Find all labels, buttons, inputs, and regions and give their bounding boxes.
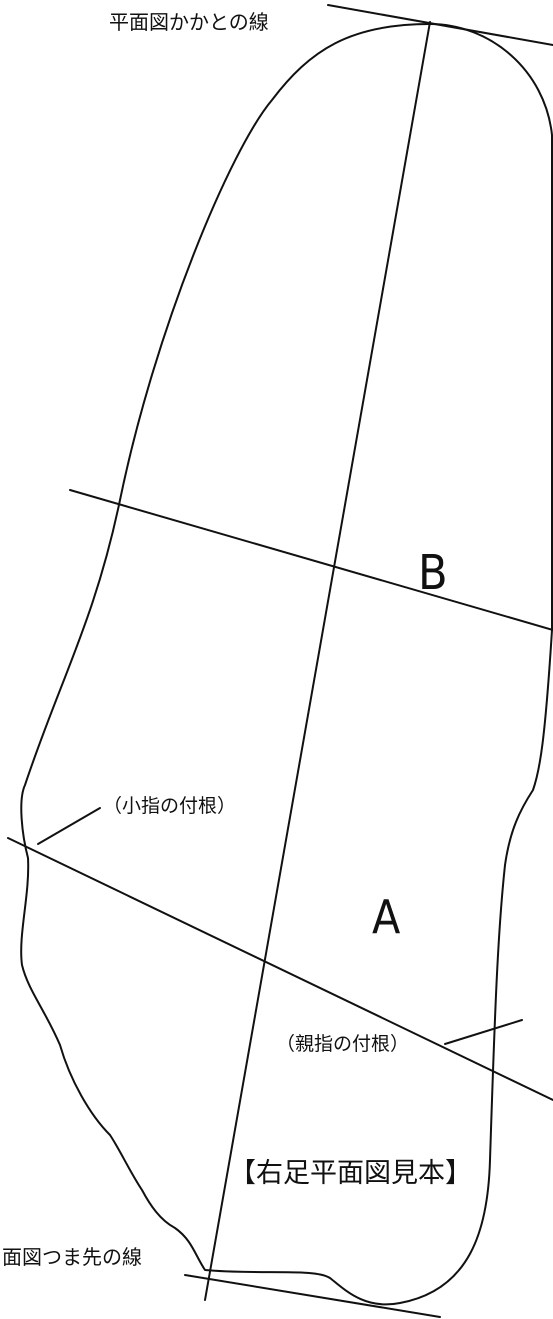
marker-a: A <box>372 890 400 944</box>
heel-line <box>327 4 553 46</box>
big-toe-base-label: （親指の付根） <box>276 1033 409 1055</box>
heel-line-label: 平面図かかとの線 <box>109 10 269 34</box>
big-toe-leader <box>444 1019 523 1045</box>
marker-b: B <box>418 545 448 601</box>
little-toe-leader <box>37 807 101 845</box>
b-line <box>69 489 553 631</box>
a-line <box>7 837 553 1101</box>
toe-line <box>184 1274 441 1318</box>
diagram-caption: 【右足平面図見本】 <box>229 1158 472 1189</box>
toe-line-label: 面図つま先の線 <box>2 1245 142 1269</box>
foot-outline <box>20 23 553 1306</box>
foot-axis-line <box>204 21 431 1301</box>
little-toe-base-label: （小指の付根） <box>103 795 236 817</box>
